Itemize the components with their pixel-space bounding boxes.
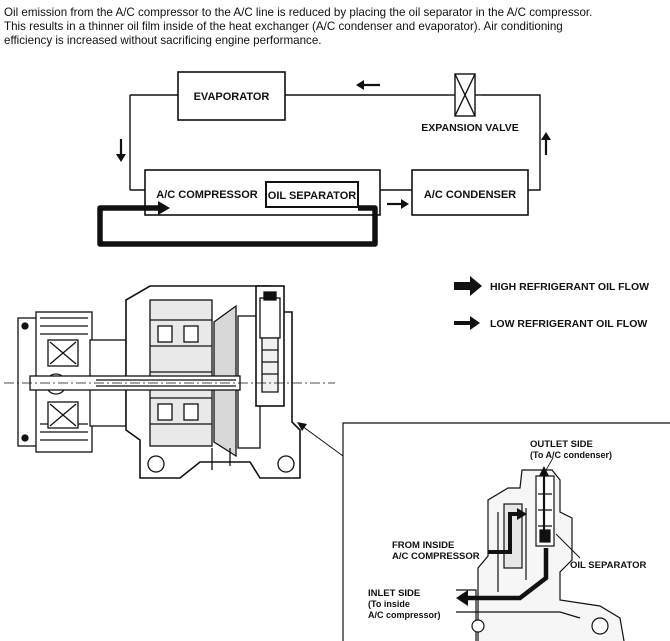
inlet-label-line2: (To inside <box>368 599 410 609</box>
intro-line-2: This results in a thinner oil film insid… <box>4 20 563 33</box>
outlet-label-line1: OUTLET SIDE <box>530 439 593 450</box>
from-inside-label-line2: A/C COMPRESSOR <box>392 551 480 562</box>
outlet-leader <box>545 457 554 471</box>
legend-high-flow: HIGH REFRIGERANT OIL FLOW <box>454 276 649 296</box>
detail-inset-frame <box>342 422 670 641</box>
evaporator-box: EVAPORATOR <box>177 71 286 121</box>
detail-leader-arrowhead <box>297 422 307 431</box>
legend-low-label: LOW REFRIGERANT OIL FLOW <box>490 318 647 330</box>
legend-low-flow: LOW REFRIGERANT OIL FLOW <box>454 316 647 330</box>
inlet-flow-arrowhead <box>456 590 468 606</box>
oil-separator-label: OIL SEPARATOR <box>268 190 356 202</box>
high-flow-arrow-icon <box>454 276 482 296</box>
intro-line-3: efficiency is increased without sacrific… <box>4 34 322 47</box>
outlet-label-line2: (To A/C condenser) <box>530 450 612 460</box>
inlet-label-line3: A/C compressor) <box>368 610 441 620</box>
oil-return-loop <box>97 205 378 247</box>
outlet-flow-arrow <box>539 466 549 535</box>
oil-return-arrowhead <box>158 201 170 215</box>
from-inside-label-line1: FROM INSIDE <box>392 540 454 551</box>
expansion-valve-label: EXPANSION VALVE <box>421 122 518 134</box>
compressor-cutaway-illustration <box>17 285 301 479</box>
compressor-box: A/C COMPRESSOR OIL SEPARATOR <box>144 169 381 216</box>
low-flow-arrow-icon <box>454 316 480 330</box>
intro-text: Oil emission from the A/C compressor to … <box>4 6 668 48</box>
detail-leader-line <box>301 425 344 457</box>
detail-oil-separator-label: OIL SEPARATOR <box>570 560 647 571</box>
intro-line-1: Oil emission from the A/C compressor to … <box>4 6 593 19</box>
compressor-label: A/C COMPRESSOR <box>156 189 258 201</box>
expansion-valve-symbol <box>448 73 482 117</box>
flow-arrow-right-mid <box>387 199 409 209</box>
condenser-label: A/C CONDENSER <box>424 189 516 201</box>
oil-separator-leader <box>555 533 581 559</box>
inlet-label-line1: INLET SIDE <box>368 588 420 599</box>
legend-high-label: HIGH REFRIGERANT OIL FLOW <box>490 281 649 293</box>
oil-return-path <box>466 548 549 601</box>
inside-high-flow-arrowhead <box>517 508 527 520</box>
evaporator-label: EVAPORATOR <box>194 91 270 103</box>
condenser-box: A/C CONDENSER <box>411 169 529 216</box>
oil-separator-detail-illustration <box>456 469 625 641</box>
flow-arrow-left-top <box>356 80 380 90</box>
flow-arrow-down-left <box>116 139 126 162</box>
inside-high-flow-path <box>488 512 520 554</box>
flow-arrow-up-right <box>541 132 551 155</box>
cycle-loop <box>129 94 541 191</box>
